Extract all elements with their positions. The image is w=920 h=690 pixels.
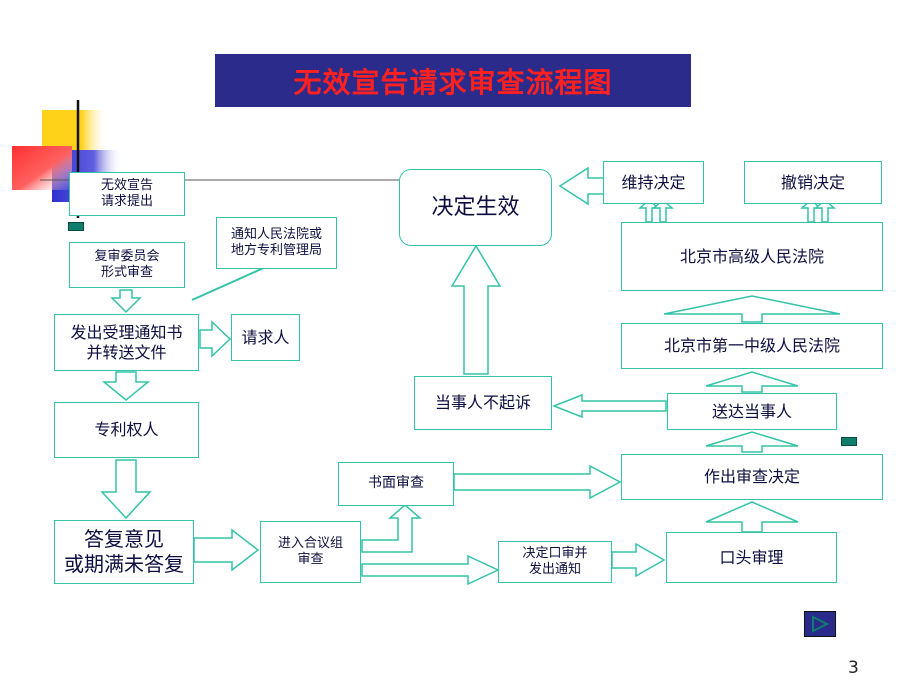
node-formal-review: 复审委员会 形式审查: [69, 242, 185, 288]
arrow-up-effective: [450, 244, 502, 375]
node-uphold: 维持决定: [603, 161, 704, 204]
arrow-up-revoke-a: [800, 198, 822, 223]
node-reply: 答复意见 或期满未答复: [54, 520, 194, 584]
arrow-right-oral: [361, 554, 500, 586]
node-patentee: 专利权人: [54, 402, 199, 458]
page-title: 无效宣告请求审查流程图: [293, 65, 613, 99]
node-notify-court: 通知人民法院或 地方专利管理局: [216, 217, 337, 269]
page-number: 3: [848, 658, 859, 678]
arrow-down-1: [110, 289, 142, 314]
arrow-up-highcourt: [663, 295, 841, 323]
flow-arrows: [100, 166, 841, 586]
node-no-appeal: 当事人不起诉: [414, 376, 552, 430]
arrow-right-hearing: [611, 542, 666, 578]
node-collegial-panel: 进入合议组 审查: [260, 521, 361, 583]
arrow-down-2: [101, 371, 151, 401]
arrow-up-written: [361, 504, 423, 553]
arrow-left-noappeal: [551, 393, 667, 419]
node-oral-hearing: 口头审理: [666, 532, 837, 583]
node-oral-decision: 决定口审并 发出通知: [498, 541, 612, 583]
node-decision-effective: 决定生效: [399, 169, 552, 246]
arrow-up-firstcourt: [705, 371, 799, 393]
arrow-up-decision: [705, 501, 799, 533]
node-requester: 请求人: [231, 314, 300, 361]
node-issue-notice: 发出受理通知书 并转送文件: [54, 314, 199, 371]
arrow-right-requester: [199, 320, 232, 358]
small-nav-marker-right[interactable]: [841, 437, 857, 446]
next-slide-button[interactable]: [804, 611, 836, 637]
arrow-right-panel: [193, 528, 260, 572]
arrow-right-decision: [453, 464, 622, 500]
arrow-up-revoke-b: [814, 198, 836, 223]
node-request-submit: 无效宣告 请求提出: [69, 172, 185, 216]
node-written-review: 书面审查: [338, 462, 454, 506]
play-icon: [812, 615, 830, 633]
arrow-up-uphold-b: [652, 198, 674, 223]
arrow-left-effective: [558, 166, 605, 206]
arrow-down-3: [100, 459, 152, 520]
node-high-court: 北京市高级人民法院: [621, 222, 883, 291]
node-revoke: 撤销决定: [744, 161, 882, 204]
node-serve-parties: 送达当事人: [667, 393, 837, 430]
arrow-up-serve: [705, 431, 799, 453]
node-make-decision: 作出审查决定: [621, 454, 883, 500]
node-first-court: 北京市第一中级人民法院: [621, 323, 883, 369]
small-nav-marker-left[interactable]: [68, 222, 84, 231]
arrow-up-uphold-a: [638, 198, 660, 223]
line-to-notify: [191, 265, 269, 301]
title-banner: 无效宣告请求审查流程图: [215, 54, 691, 107]
